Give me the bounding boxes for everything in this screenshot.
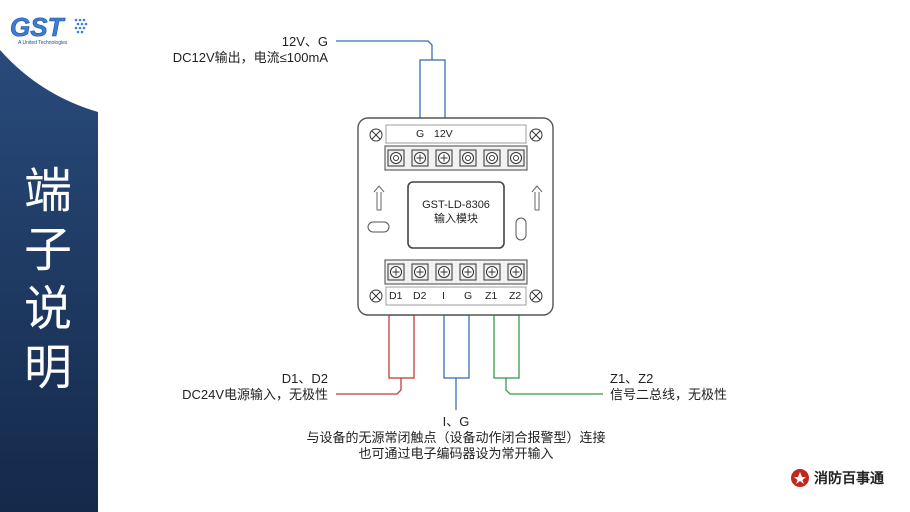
terminal-label-d1: D1: [389, 290, 403, 302]
title-char: 明: [23, 340, 72, 396]
top-terminal-label-g: G: [416, 128, 425, 140]
top-terminal-label-12v: 12V: [434, 128, 453, 140]
footer-text: 消防百事通: [814, 470, 884, 486]
logo-subtext: A United Technologies: [18, 40, 68, 46]
bottom-label-strip: [385, 286, 527, 306]
terminal-label-d2: D2: [413, 290, 427, 302]
callout-power-in-title: D1、D2: [281, 371, 328, 386]
mounting-slot-left: [367, 221, 390, 233]
terminal-label-z2: Z2: [509, 290, 522, 302]
sidebar-background: [0, 0, 98, 512]
wire-d1-d2: [336, 378, 402, 395]
callout-bus-desc: 信号二总线，无极性: [610, 387, 728, 402]
callout-input-note: 也可通过电子编码器设为常开输入: [358, 446, 554, 461]
module-label: GST-LD-8306 输入模块: [408, 198, 504, 226]
callout-input-desc: 与设备的无源常闭触点（设备动作闭合报警型）连接: [306, 430, 606, 445]
callout-power-in-desc: DC24V电源输入，无极性: [182, 387, 328, 402]
callout-power-out-desc: DC12V输出，电流≤100mA: [172, 50, 328, 65]
top-terminal-block: [384, 145, 528, 171]
sleeve-i-g: [443, 314, 470, 379]
fire-service-icon: [791, 469, 809, 487]
module-label-window: [407, 181, 505, 249]
bottom-terminal-block: [384, 259, 528, 285]
terminal-label-g: G: [464, 290, 473, 302]
sidebar: GST A United Technologies 端 子 说 明: [0, 0, 98, 512]
page-title: 端 子 说 明: [18, 162, 78, 398]
title-char: 子: [23, 222, 72, 278]
top-label-strip: [385, 124, 527, 144]
callout-bus: Z1、Z2 信号二总线，无极性: [610, 371, 727, 403]
gst-logo: GST: [10, 12, 94, 47]
sleeve-12v-output: [419, 59, 446, 121]
corner-screws: [369, 128, 543, 303]
module-name: 输入模块: [434, 213, 478, 225]
callout-power-out-title: 12V、G: [281, 34, 328, 49]
title-char: 端: [23, 163, 72, 219]
gst-logo-icon: GST: [10, 12, 88, 42]
mounting-arrows: [373, 185, 543, 211]
sleeve-z1-z2: [493, 314, 520, 379]
callout-input: I、G 与设备的无源常闭触点（设备动作闭合报警型）连接 也可通过电子编码器设为常…: [256, 414, 656, 462]
callout-power-in: D1、D2 DC24V电源输入，无极性: [182, 371, 328, 403]
mounting-slot-right: [515, 217, 527, 241]
footer-brand: 消防百事通: [790, 468, 884, 488]
terminal-label-i: I: [442, 290, 445, 302]
wire-z1-z2: [505, 378, 603, 395]
callout-power-out: 12V、G DC12V输出，电流≤100mA: [173, 34, 328, 66]
wire-12v-output: [336, 40, 433, 60]
svg-text:GST: GST: [10, 12, 66, 42]
sleeve-d1-d2: [388, 314, 415, 379]
title-char: 说: [23, 281, 72, 337]
callout-bus-title: Z1、Z2: [610, 371, 654, 386]
terminal-label-z1: Z1: [485, 290, 498, 302]
callout-input-title: I、G: [442, 414, 470, 429]
module-model: GST-LD-8306: [422, 199, 490, 211]
